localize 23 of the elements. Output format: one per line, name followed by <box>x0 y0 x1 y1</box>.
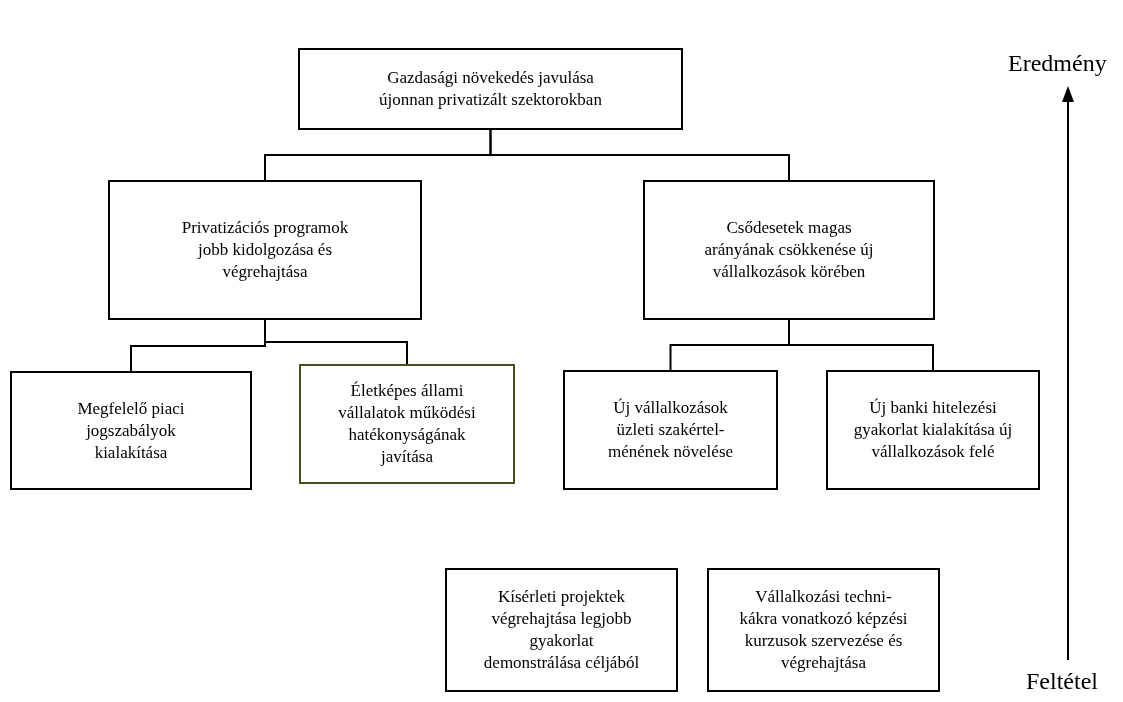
process-box <box>707 568 940 692</box>
process-box <box>563 370 778 490</box>
process-box <box>643 180 935 320</box>
box-text: Új vállalkozások üzleti szakértel- ménének növelése <box>606 397 735 463</box>
box-text: Életképes állami vállalatok működési hatékonyságának javítása <box>337 380 477 468</box>
box-text: Új banki hitelezési gyakorlat kialakítása új vállalkozások felé <box>852 397 1014 463</box>
process-box <box>445 568 678 692</box>
process-box <box>826 370 1040 490</box>
axis-label: Feltétel <box>1026 668 1098 695</box>
process-box <box>108 180 422 320</box>
connector-line <box>788 319 934 371</box>
box-text: Kísérleti projektek végrehajtása legjobb gyakorlat demonstrálása céljából <box>482 586 641 674</box>
connector-line <box>264 319 408 365</box>
process-box <box>299 364 515 484</box>
box-text: Vállalkozási techni- kákra vonatkozó képzési kurzusok szervezése és végrehajtása <box>738 586 909 674</box>
axis-label: Eredmény <box>1008 50 1107 77</box>
box-text: Privatizációs programok jobb kidolgozása és végrehajtása <box>180 217 350 283</box>
process-box <box>298 48 683 130</box>
box-text: Gazdasági növekedés javulása újonnan privatizált szektorokban <box>378 67 603 111</box>
box-text: Csődesetek magas arányának csökkenése új vállalkozások körében <box>703 217 875 283</box>
connector-line <box>489 129 790 181</box>
box-text: Megfelelő piaci jogszabályok kialakítása <box>76 397 186 464</box>
process-box <box>10 371 252 490</box>
